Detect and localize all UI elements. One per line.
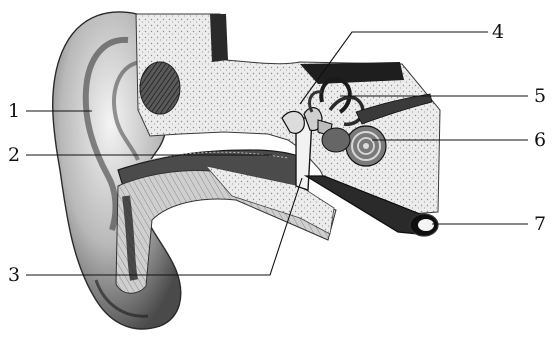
- mastoid-cells: [140, 62, 180, 114]
- callout-3: 3: [8, 264, 20, 286]
- callout-7: 7: [534, 213, 546, 235]
- vestibule: [322, 128, 350, 152]
- callout-5: 5: [534, 85, 546, 107]
- callout-4: 4: [492, 21, 504, 43]
- callout-1: 1: [8, 100, 20, 122]
- callout-6: 6: [534, 129, 546, 151]
- callout-2: 2: [8, 144, 20, 166]
- cochlea: [346, 126, 386, 166]
